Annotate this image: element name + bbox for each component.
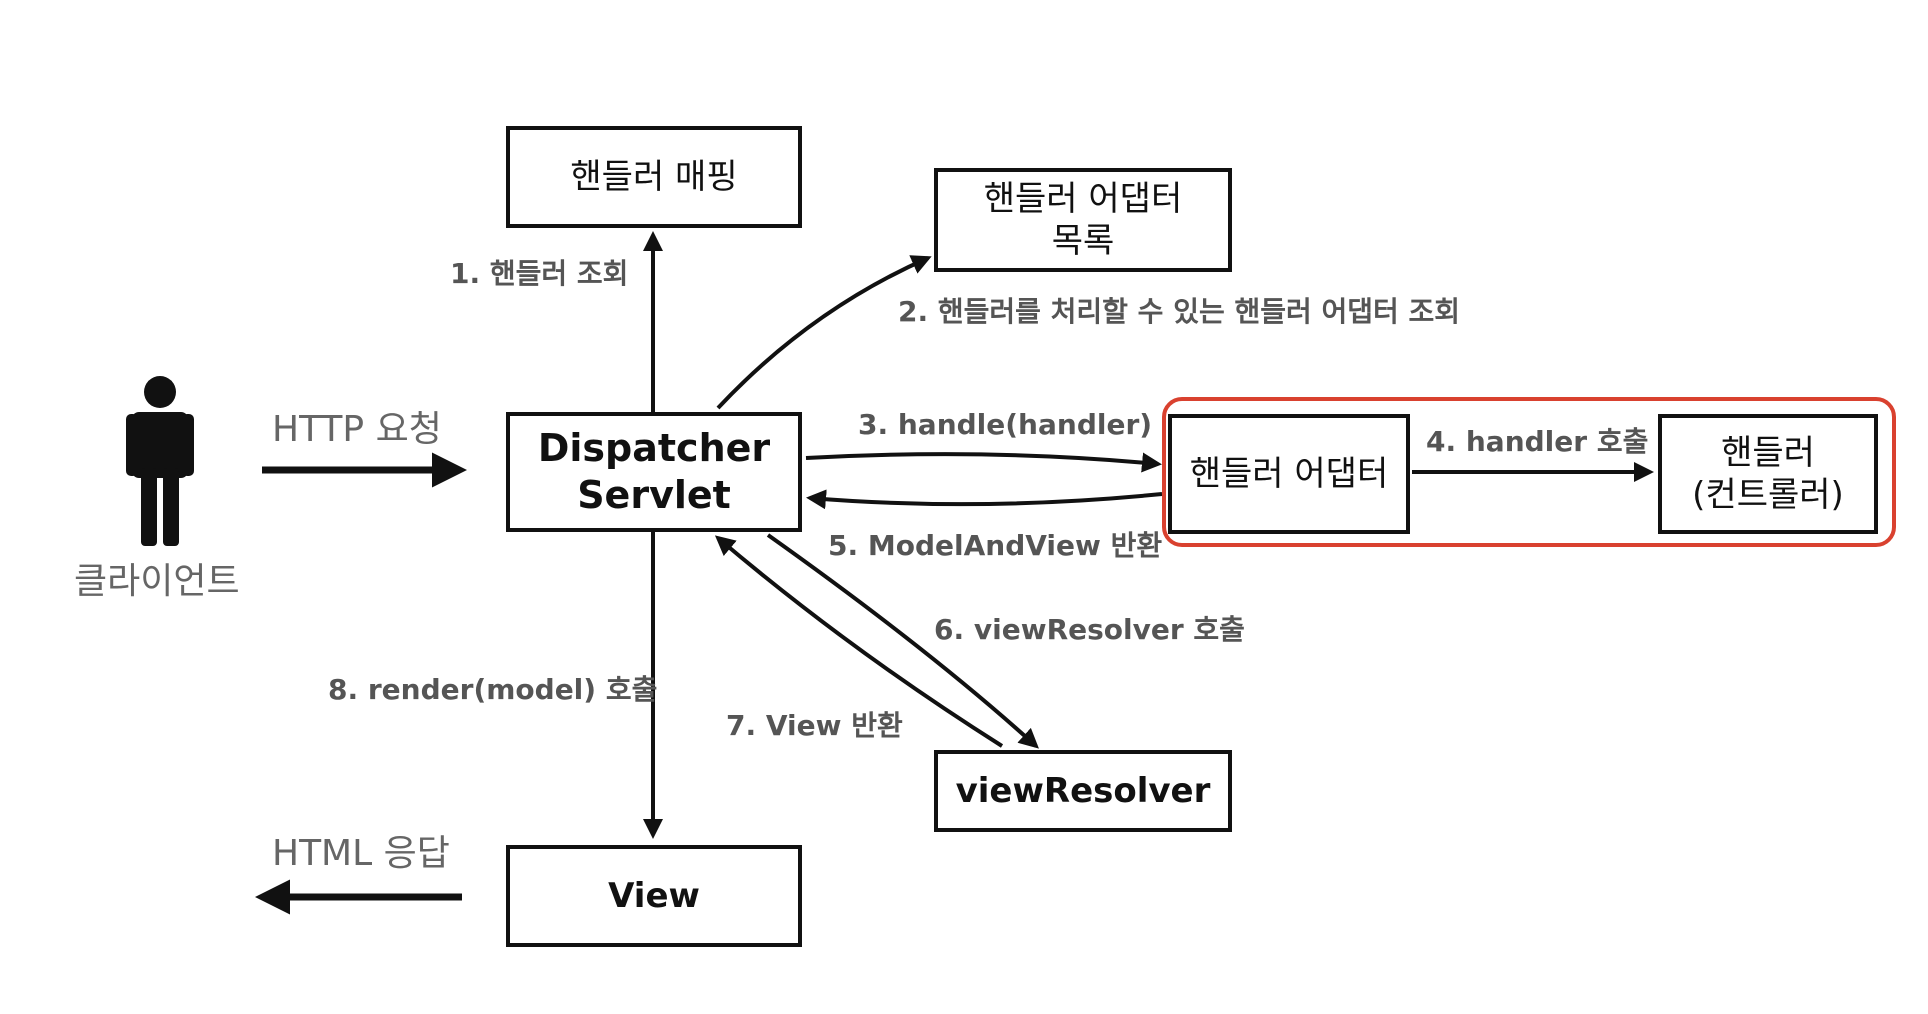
handler-adapter-box: 핸들러 어댑터 [1168,414,1410,534]
view-box: View [506,845,802,947]
arrow-step6 [766,533,1039,749]
handler-box: 핸들러 (컨트롤러) [1658,414,1878,534]
arrow-step2 [716,255,932,410]
handler-text-1: 핸들러 [1721,432,1815,473]
view-resolver-box: viewResolver [934,750,1232,832]
handler-mapping-box: 핸들러 매핑 [506,126,802,228]
arrow-step7 [714,535,1004,748]
dispatcher-text-1: Dispatcher [537,425,771,470]
step4-label: 4. handler 호출 [1426,425,1649,458]
step5-label: 5. ModelAndView 반환 [828,529,1163,562]
view-resolver-text: viewResolver [955,770,1211,811]
handler-text-2: (컨트롤러) [1692,475,1844,515]
handler-mapping-text: 핸들러 매핑 [570,156,738,197]
client-person-icon [126,376,194,546]
step6-label: 6. viewResolver 호출 [934,613,1245,646]
handler-adapter-text: 핸들러 어댑터 [1189,453,1389,494]
http-request-label: HTTP 요청 [272,409,442,450]
adapter-list-text-1: 핸들러 어댑터 [983,178,1183,219]
step1-label: 1. 핸들러 조회 [450,257,629,290]
view-text: View [608,875,700,916]
step8-label: 8. render(model) 호출 [328,673,658,706]
dispatcher-servlet-box: Dispatcher Servlet [506,412,802,532]
arrow-step5 [806,489,1163,510]
arrow-step3 [805,452,1162,473]
dispatcher-text-2: Servlet [577,473,731,517]
handler-adapter-list-box: 핸들러 어댑터 목록 [934,168,1232,272]
adapter-list-text-2: 목록 [1051,221,1115,261]
adapter-handler-highlight [1162,397,1896,547]
step3-label: 3. handle(handler) [858,408,1153,441]
step2-label: 2. 핸들러를 처리할 수 있는 핸들러 어댑터 조회 [898,295,1461,328]
client-label: 클라이언트 [74,561,240,602]
step7-label: 7. View 반환 [726,709,903,742]
html-response-label: HTML 응답 [272,833,450,874]
